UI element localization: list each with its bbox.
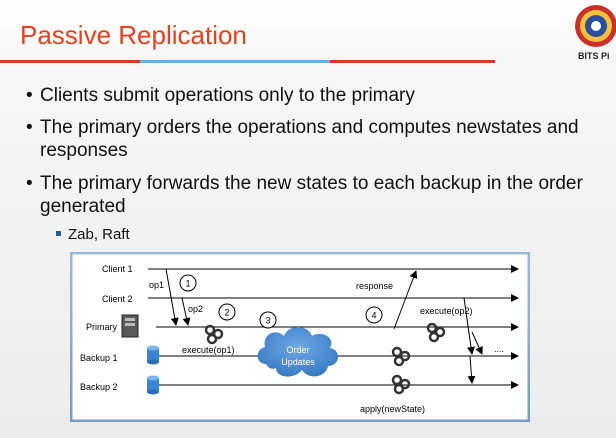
op1-arrow	[165, 268, 179, 326]
title-rule-blue	[140, 60, 330, 63]
response-label: response	[356, 281, 393, 291]
bullet-dot: •	[26, 117, 33, 138]
row-label-client-2: Client 2	[102, 294, 133, 304]
row-label-backup-1: Backup 1	[80, 353, 118, 363]
step-1-marker: 1	[179, 274, 197, 292]
bullet-text: The primary orders the operations and co…	[40, 117, 579, 161]
row-label-backup-2: Backup 2	[80, 382, 118, 392]
forward-arrow	[471, 331, 483, 355]
step-2-marker: 2	[218, 303, 236, 321]
square-bullet-icon	[56, 230, 61, 236]
apply-new-state-label: apply(newState)	[360, 404, 425, 414]
disk-icon	[147, 375, 159, 395]
forward-arrow	[467, 355, 476, 384]
bullet-text: Clients submit operations only to the pr…	[40, 85, 415, 106]
passive-replication-diagram: Client 1 Client 2 Primary Backup 1 Backu…	[70, 252, 530, 422]
step-4-marker: 4	[365, 306, 383, 324]
execute-op2-label: execute(op2)	[420, 306, 473, 316]
step-2-number: 2	[224, 308, 229, 318]
row-label-primary: Primary	[86, 322, 117, 332]
logo-text: BITS Pi	[578, 51, 610, 61]
server-icon	[121, 314, 139, 338]
title-rule-red-2	[330, 60, 495, 63]
slide-title: Passive Replication	[20, 20, 247, 50]
sub-bullet-text: Zab, Raft	[68, 226, 130, 243]
order-updates-cloud: Order Updates	[257, 327, 339, 377]
title-rule-red	[0, 60, 140, 63]
step-3-number: 3	[265, 316, 270, 326]
continuation-ellipsis: ....	[494, 344, 504, 354]
cloud-label-line-1: Order	[286, 345, 309, 355]
response-arrow	[393, 270, 418, 330]
op2-arrow	[181, 297, 191, 326]
step-1-number: 1	[185, 279, 190, 289]
step-4-number: 4	[371, 311, 376, 321]
op2-label: op2	[188, 304, 203, 314]
bullet-dot: •	[26, 85, 33, 106]
bullet-dot: •	[26, 173, 33, 194]
bullet-text: The primary forwards the new states to e…	[40, 173, 583, 217]
university-logo-icon	[575, 5, 616, 47]
gear-icon	[204, 324, 224, 345]
disk-icon	[147, 345, 159, 365]
forward-arrow	[463, 297, 475, 355]
op1-label: op1	[149, 280, 164, 290]
gear-icon	[426, 322, 446, 343]
row-label-client-1: Client 1	[102, 264, 133, 274]
gear-icon	[391, 346, 411, 367]
sub-bullet: Zab, Raft	[56, 226, 130, 243]
gear-icon	[391, 374, 411, 395]
execute-op1-label: execute(op1)	[182, 345, 235, 355]
cloud-label-line-2: Updates	[281, 357, 315, 367]
step-3-marker: 3	[259, 311, 277, 329]
